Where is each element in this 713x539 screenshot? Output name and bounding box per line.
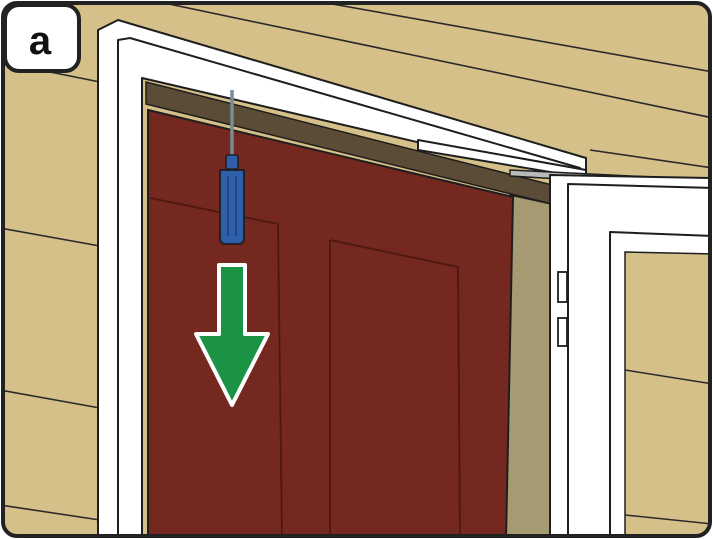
hinge-lower <box>558 318 567 346</box>
step-label: a <box>29 19 52 63</box>
storm-door-glass <box>625 252 713 539</box>
step-badge: a <box>5 5 79 71</box>
hinge-upper <box>558 272 567 302</box>
